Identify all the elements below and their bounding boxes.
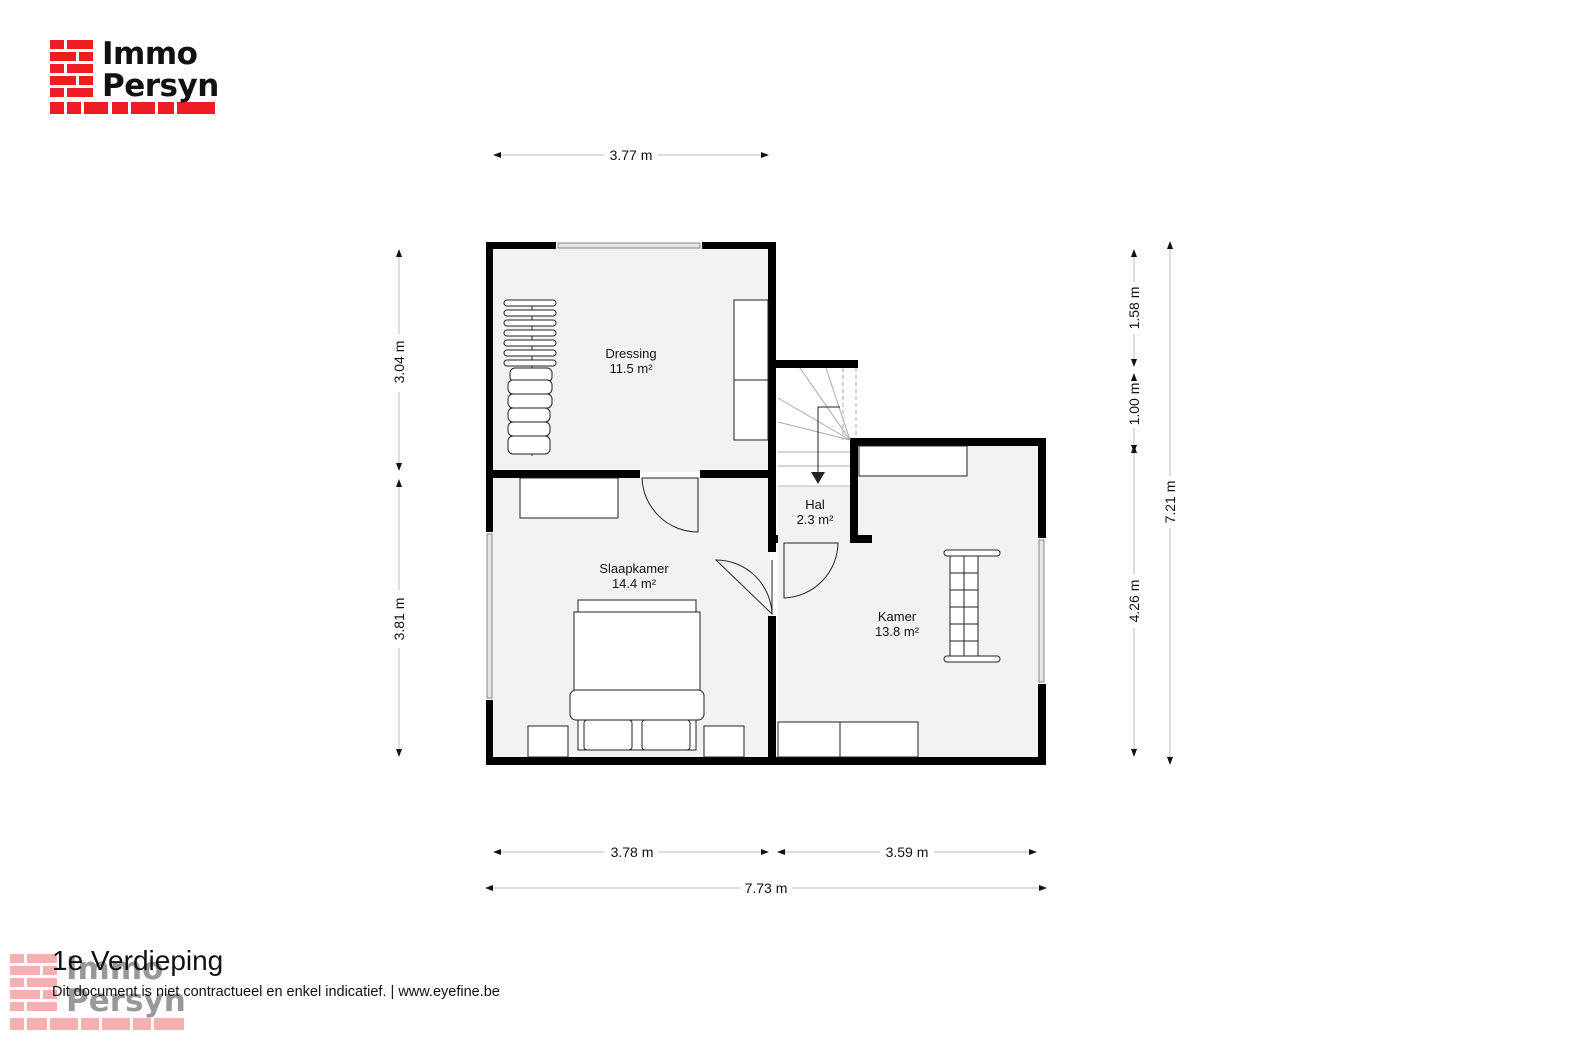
brand-line-2: Persyn [102, 68, 219, 104]
svg-text:14.4 m²: 14.4 m² [612, 576, 657, 591]
brand-line-1: Immo [102, 36, 198, 72]
dim-right-lower: 4.26 m [1126, 580, 1142, 623]
watermark-brand-name: Immo Persyn [66, 953, 186, 1017]
brick-watermark-icon [10, 954, 184, 1030]
dim-bottom-total: 7.73 m [745, 880, 788, 896]
brand-logo: Immo Persyn [50, 38, 220, 118]
svg-text:Slaapkamer: Slaapkamer [599, 561, 669, 576]
room-label-hal: Hal 2.3 m² [797, 497, 835, 527]
svg-text:Dressing: Dressing [605, 346, 656, 361]
stair-direction-arrow-icon [811, 406, 840, 484]
brick-base-icon [84, 102, 215, 114]
svg-text:2.3 m²: 2.3 m² [797, 512, 835, 527]
dim-right-total: 7.21 m [1162, 481, 1178, 524]
floor-title: 1e Verdieping [52, 945, 224, 976]
doors [641, 477, 839, 616]
room-label-slaapkamer: Slaapkamer 14.4 m² [599, 561, 669, 591]
room-label-kamer: Kamer 13.8 m² [875, 609, 920, 639]
room-label-dressing: Dressing 11.5 m² [605, 346, 656, 376]
svg-text:11.5 m²: 11.5 m² [609, 361, 653, 376]
wardrobe [733, 299, 769, 381]
windows [486, 242, 1045, 699]
dimension-lines [396, 152, 1173, 891]
svg-text:Hal: Hal [805, 497, 825, 512]
svg-text:13.8 m²: 13.8 m² [875, 624, 920, 639]
title-block: 1e Verdieping Dit document is niet contr… [52, 944, 500, 1000]
brand-name: Immo Persyn [102, 38, 219, 102]
dim-right-middle: 1.00 m [1126, 383, 1142, 426]
furniture [503, 299, 1001, 758]
dim-top: 3.77 m [610, 147, 653, 163]
watermark-line-1: Immo [66, 951, 164, 987]
walls [486, 242, 1046, 765]
watermark-line-2: Persyn [66, 983, 186, 1019]
dim-left-lower: 3.81 m [391, 598, 407, 641]
svg-text:Kamer: Kamer [878, 609, 917, 624]
clothes-rail-icon [943, 549, 1001, 663]
disclaimer-text: Dit document is niet contractueel en enk… [52, 984, 500, 1000]
watermark-logo: Immo Persyn [10, 953, 186, 1034]
dim-right-upper: 1.58 m [1126, 287, 1142, 330]
dim-bottom-right: 3.59 m [886, 844, 929, 860]
clothes-rack-icon [503, 299, 557, 456]
staircase-icon [777, 367, 857, 487]
dim-bottom-left: 3.78 m [611, 844, 654, 860]
brick-logo-icon [50, 40, 93, 114]
dim-left-upper: 3.04 m [391, 341, 407, 384]
